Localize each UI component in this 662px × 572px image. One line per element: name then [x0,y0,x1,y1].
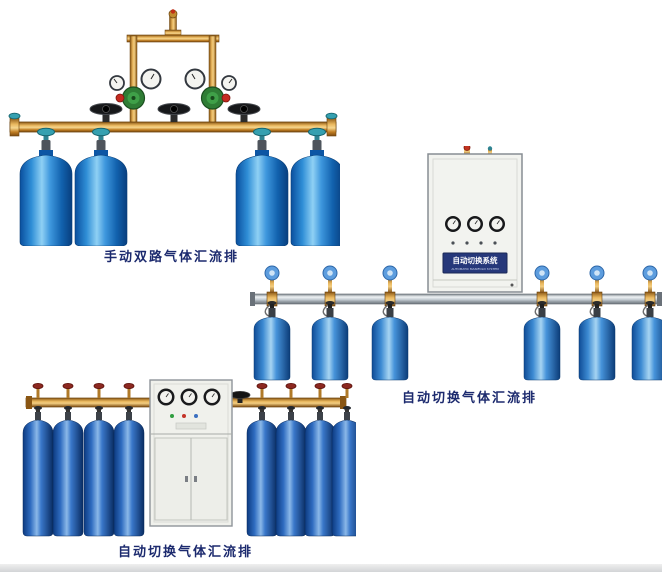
station [589,265,605,318]
teal-knob-icon [8,112,21,120]
red-knob-icon [341,383,353,389]
pressure-regulator-right [184,68,237,110]
control-cabinet: 自动切换系统 AUTOMATIC MANIFOLD SYSTEM [427,146,523,293]
red-knob-icon [123,383,135,389]
cabinet-handle [510,283,514,287]
manual-dual-manifold-caption: 手动双路气体汇流排 [104,250,240,265]
gas-cylinder-icon [74,127,128,246]
bottom-edge-strip [0,564,662,572]
cabinet-handle [185,476,188,482]
manual-dual-manifold-figure [6,6,340,246]
gas-cylinder-icon [113,405,145,537]
gas-cylinder-icon [22,405,54,537]
cabinet-nameplate-sublabel: AUTOMATIC MANIFOLD SYSTEM [451,267,499,271]
station [264,265,280,318]
cabinet-indicators [170,414,198,418]
auto-switch-manifold-right-illustration: 自动切换系统 AUTOMATIC MANIFOLD SYSTEM [250,146,662,381]
gas-cylinder-icon [311,300,349,381]
cabinet-gauges [445,216,505,232]
red-knob-icon [93,383,105,389]
handwheel-valve-icon [157,103,191,122]
gas-cylinder-icon [578,300,616,381]
cabinet-handle [194,476,197,482]
gas-cylinder-icon [52,405,84,537]
gas-cylinder-icon [275,405,307,537]
gas-cylinder-icon [19,127,73,246]
gas-cylinder-icon [83,405,115,537]
control-cabinet [149,379,233,527]
red-knob-icon [256,383,268,389]
red-knob-icon [314,383,326,389]
cabinet-nameplate [175,422,207,430]
red-knob-icon [62,383,74,389]
red-knob-icon [463,146,471,151]
manifold-pipe [250,292,662,306]
auto-switch-manifold-right-figure: 自动切换系统 AUTOMATIC MANIFOLD SYSTEM [250,146,662,386]
gas-cylinder-icon [246,405,278,537]
manual-dual-manifold-illustration [8,9,340,246]
pressure-regulator-left [109,68,162,110]
gas-cylinder-icon [304,405,336,537]
station [534,265,550,318]
cabinet-nameplate-label: 自动切换系统 [453,255,498,265]
red-knob-icon [32,383,44,389]
gas-cylinder-icon [331,405,356,537]
gas-cylinder-icon [371,300,409,381]
red-knob-icon [221,93,231,103]
cabinet-nameplate [442,252,508,274]
handwheel-valve-icon [89,103,123,122]
cabinet-gauges [157,388,221,406]
gas-cylinder-icon [523,300,561,381]
red-knob-icon [115,93,125,103]
auto-switch-manifold-bottom-illustration [22,379,356,537]
teal-knob-icon [487,146,493,151]
handwheel-valve-icon [227,103,261,122]
cabinet-indicators [451,241,497,245]
handwheel-valves [89,103,261,122]
gas-cylinder-icon [631,300,662,381]
handwheel-valve-icon [229,390,251,403]
teal-knob-icon [325,112,338,120]
red-knob-icon [285,383,297,389]
manifold-pipe [8,112,338,137]
auto-switch-manifold-bottom-caption: 自动切换气体汇流排 [118,545,254,560]
gas-cylinder-icon [253,300,291,381]
station [322,265,338,318]
auto-switch-manifold-right-caption: 自动切换气体汇流排 [402,391,538,406]
auto-switch-manifold-bottom-figure [16,376,356,562]
